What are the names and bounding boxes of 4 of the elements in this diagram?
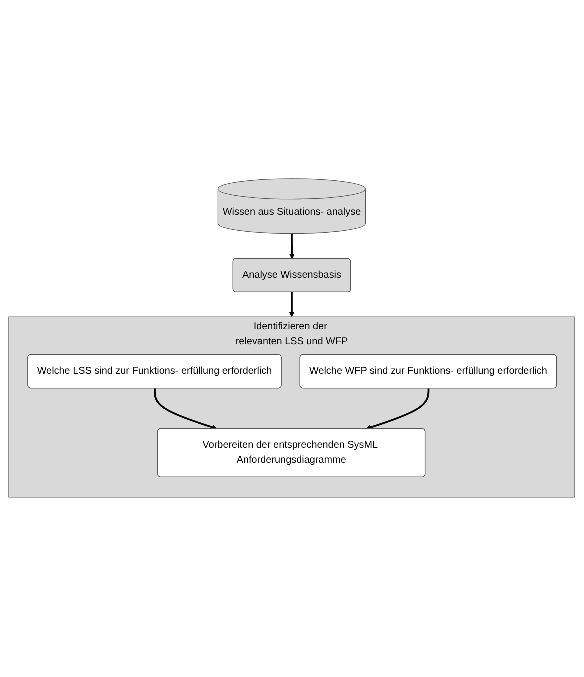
arrow [154, 388, 218, 430]
arrow [289, 292, 295, 318]
arrow [289, 234, 295, 260]
arrow [366, 388, 430, 430]
